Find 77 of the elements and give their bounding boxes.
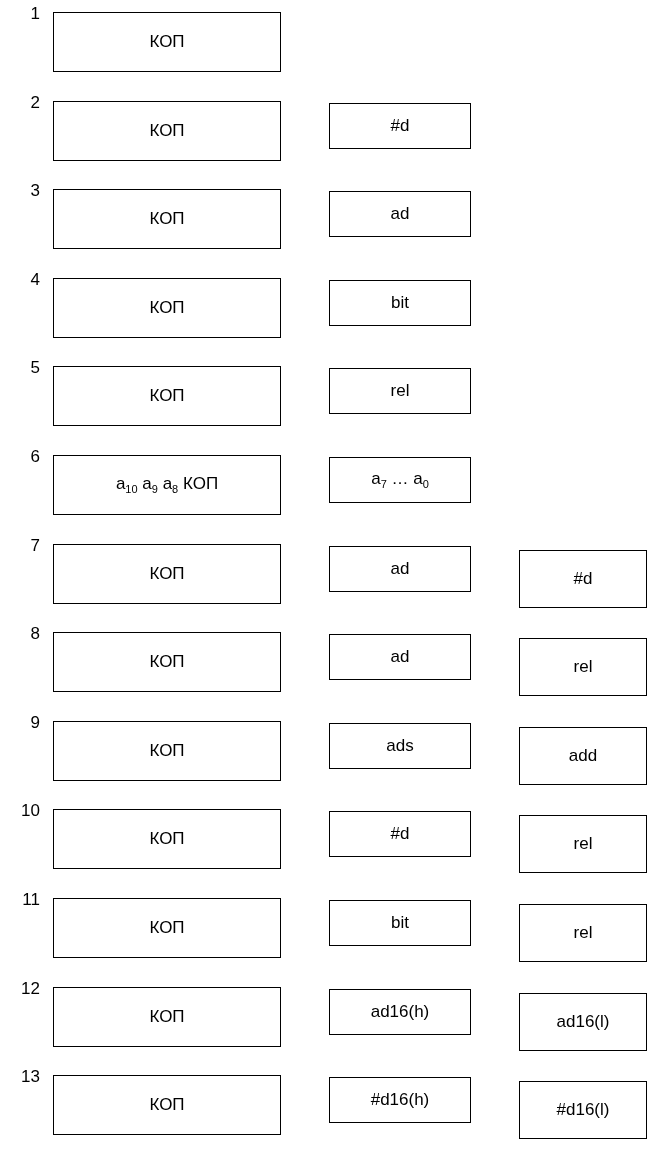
operand-field-box (329, 368, 471, 415)
row-number: 2 (30, 92, 40, 113)
field-label: ads (386, 735, 414, 756)
operand-field-box (329, 545, 471, 592)
opcode-field-box (53, 189, 281, 250)
operand-field-box (329, 457, 471, 503)
field-label: ad (390, 204, 410, 225)
opcode-field-box (53, 720, 281, 781)
opcode-field-box (53, 277, 281, 338)
opcode-field-box (53, 12, 281, 72)
field-label: КОП (149, 209, 185, 230)
row-number: 12 (21, 978, 40, 999)
field-label: #d (573, 568, 593, 589)
row-number: 7 (30, 535, 40, 556)
field-label: КОП (149, 652, 185, 673)
field-label: #d16(l) (556, 1100, 610, 1121)
field-label: КОП (149, 1095, 185, 1116)
field-label: a$_{7}$ … a$_{0}$ (371, 469, 429, 491)
operand-field-box (519, 904, 647, 962)
field-label: КОП (149, 918, 185, 938)
opcode-field-box (53, 543, 281, 604)
field-label: rel (573, 657, 593, 678)
field-label: add (568, 745, 598, 766)
operand-field-box (329, 102, 471, 149)
operand-field-box (519, 992, 647, 1051)
opcode-field-box (53, 366, 281, 427)
opcode-field-box (53, 898, 281, 958)
field-label: bit (391, 913, 409, 933)
opcode-field-box (53, 1075, 281, 1136)
field-label: rel (390, 381, 410, 402)
row-number: 1 (30, 4, 40, 24)
field-label: КОП (149, 740, 185, 761)
opcode-field-box (53, 455, 281, 515)
operand-field-box (329, 1077, 471, 1124)
operand-field-box (519, 638, 647, 697)
field-label: #d (390, 115, 410, 136)
operand-field-box (329, 722, 471, 769)
field-label: КОП (149, 1006, 185, 1027)
field-label: bit (391, 292, 409, 313)
operand-field-box (519, 815, 647, 874)
operand-field-box (519, 1081, 647, 1140)
row-number: 3 (30, 181, 40, 202)
opcode-field-box (53, 632, 281, 693)
field-label: КОП (149, 297, 185, 318)
field-label: ad16(h) (370, 1001, 430, 1022)
opcode-field-box (53, 809, 281, 870)
row-number: 5 (30, 358, 40, 379)
field-label: КОП (149, 829, 185, 850)
field-label: ad (390, 558, 410, 579)
operand-field-box (329, 279, 471, 326)
field-label: КОП (149, 32, 185, 52)
row-number: 8 (30, 624, 40, 645)
row-number: 4 (30, 269, 40, 290)
field-label: ad16(l) (556, 1011, 610, 1032)
operand-field-box (329, 634, 471, 681)
row-number: 10 (21, 801, 40, 822)
row-number: 9 (30, 712, 40, 733)
operand-field-box (329, 811, 471, 858)
field-label: #d (390, 824, 410, 845)
operand-field-box (329, 900, 471, 946)
operand-field-box (329, 191, 471, 238)
opcode-field-box (53, 100, 281, 161)
operand-field-box (329, 988, 471, 1035)
field-label: a$_{10}$ a$_{9}$ a$_{8}$ КОП (115, 474, 219, 496)
operand-field-box (519, 549, 647, 608)
field-label: КОП (149, 386, 185, 407)
field-label: КОП (149, 120, 185, 141)
opcode-field-box (53, 986, 281, 1047)
row-number: 13 (21, 1067, 40, 1088)
field-label: КОП (149, 563, 185, 584)
field-label: #d16(h) (370, 1090, 430, 1111)
row-number: 11 (22, 890, 40, 910)
field-label: rel (573, 834, 593, 855)
operand-field-box (519, 726, 647, 785)
row-number: 6 (30, 447, 40, 467)
field-label: rel (573, 923, 593, 943)
field-label: ad (390, 647, 410, 668)
